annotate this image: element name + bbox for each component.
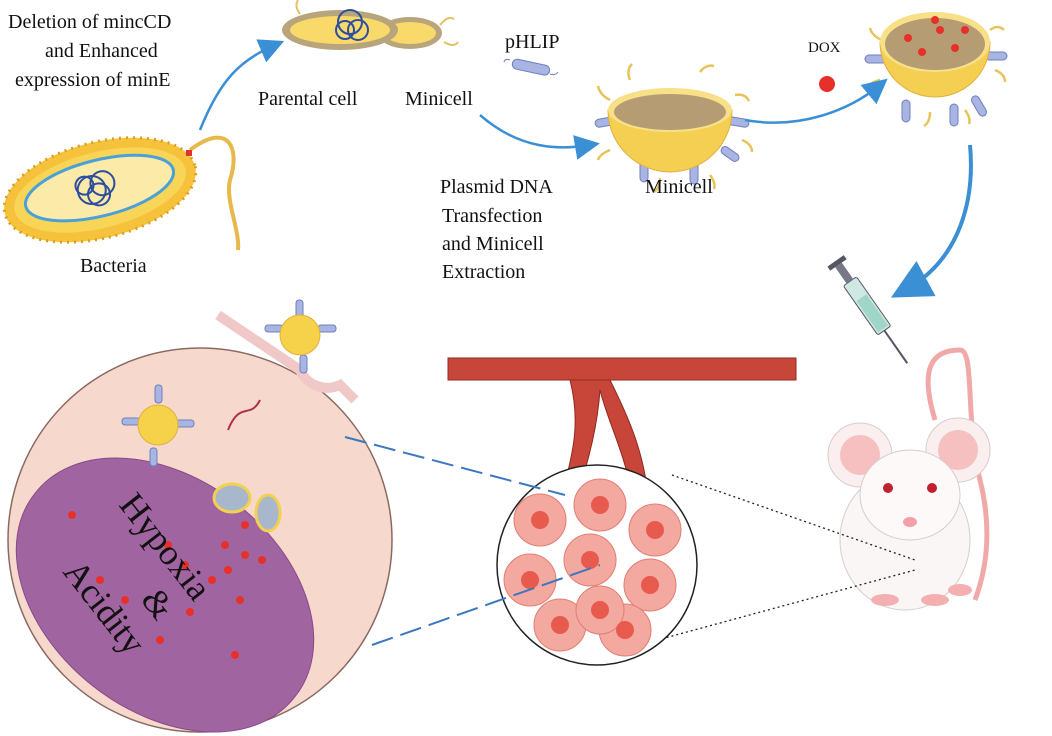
phlip-peptide-icon bbox=[503, 58, 559, 76]
label-parental-cell: Parental cell bbox=[258, 88, 358, 110]
label-plasmid-1: Plasmid DNA bbox=[440, 176, 553, 198]
label-phlip: pHLIP bbox=[505, 31, 559, 53]
label-deletion-2: and Enhanced bbox=[45, 40, 158, 62]
arrow-to-injection bbox=[890, 144, 973, 298]
minicell-inside-cell bbox=[121, 384, 195, 467]
bacteria-illustration bbox=[2, 135, 241, 251]
dox-molecule-icon bbox=[819, 76, 835, 92]
blood-vessel-illustration bbox=[447, 357, 797, 521]
tumor-cell-illustration bbox=[7, 299, 393, 733]
tumor-zoom-dashed-lines bbox=[344, 436, 601, 646]
syringe-icon bbox=[827, 255, 909, 364]
arrow-to-loaded-minicell bbox=[744, 78, 888, 124]
dox-loaded-minicell-illustration bbox=[864, 12, 1008, 128]
minicell-illustration bbox=[594, 63, 754, 194]
label-plasmid-4: Extraction bbox=[442, 261, 525, 283]
tumor-tissue-zoom bbox=[496, 464, 698, 666]
minicell-on-membrane bbox=[264, 299, 337, 374]
parental-cell-illustration bbox=[282, 0, 459, 50]
process-arrows bbox=[198, 39, 973, 298]
mouse-illustration bbox=[827, 347, 991, 611]
label-dox: DOX bbox=[808, 40, 841, 56]
label-minicell-top: Minicell bbox=[405, 88, 473, 110]
label-deletion-1: Deletion of mincCD bbox=[8, 11, 171, 33]
label-plasmid-2: Transfection bbox=[442, 205, 542, 227]
label-deletion-3: expression of minE bbox=[15, 69, 171, 91]
hypoxic-acidic-region bbox=[15, 457, 315, 733]
label-plasmid-3: and Minicell bbox=[442, 233, 544, 255]
arrow-bacteria-to-parental bbox=[198, 39, 285, 131]
label-minicell-mid: Minicell bbox=[645, 176, 713, 198]
arrow-to-minicell bbox=[479, 114, 600, 160]
label-bacteria: Bacteria bbox=[80, 255, 147, 277]
